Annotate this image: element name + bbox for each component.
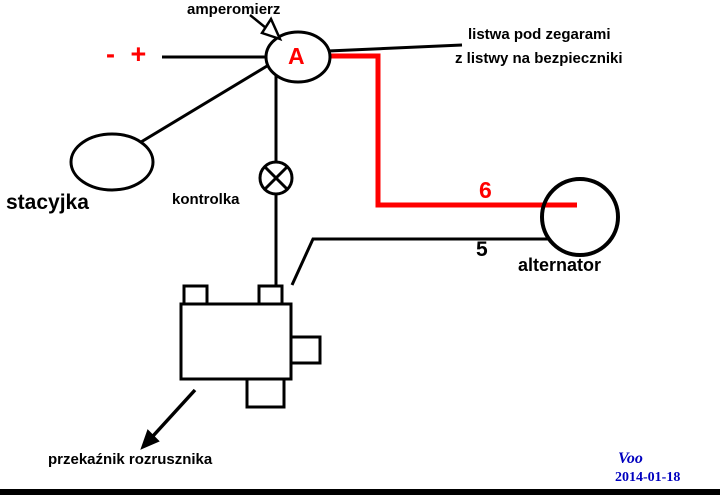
relay-terminal-top-left — [182, 284, 209, 306]
strip-label-line1: listwa pod zegarami — [468, 26, 611, 43]
ammeter-pointer-arrow-icon — [249, 14, 283, 42]
indicator-lamp-label: kontrolka — [172, 191, 240, 208]
wire-5 — [290, 237, 550, 286]
indicator-lamp-symbol — [258, 160, 294, 196]
polarity-label: - + — [106, 39, 151, 69]
wire-ignition-to-ammeter — [140, 61, 273, 144]
alternator-label: alternator — [518, 255, 602, 275]
signature-date: 2014-01-18 — [615, 470, 681, 485]
relay-label: przekaźnik rozrusznika — [48, 451, 213, 468]
signature: Voo — [618, 450, 643, 467]
ammeter-caption: amperomierz — [187, 1, 281, 18]
alternator-symbol — [540, 177, 620, 257]
ammeter-letter: A — [288, 43, 305, 69]
relay-pointer-arrow-icon — [140, 388, 197, 450]
wire-ammeter-to-strip — [327, 43, 463, 53]
ignition-label: stacyjka — [6, 191, 89, 214]
wire-5-label: 5 — [476, 238, 488, 261]
strip-label-line2: z listwy na bezpieczniki — [455, 50, 623, 67]
relay-terminal-top-right — [257, 284, 284, 306]
ammeter-symbol — [264, 30, 332, 84]
bottom-border — [0, 489, 720, 495]
wire-6-label: 6 — [479, 177, 492, 203]
ignition-switch-symbol — [69, 132, 155, 192]
wire-6-red — [331, 53, 577, 208]
relay-terminal-right — [289, 335, 322, 365]
relay-symbol — [179, 284, 322, 409]
relay-terminal-bottom — [245, 377, 286, 409]
